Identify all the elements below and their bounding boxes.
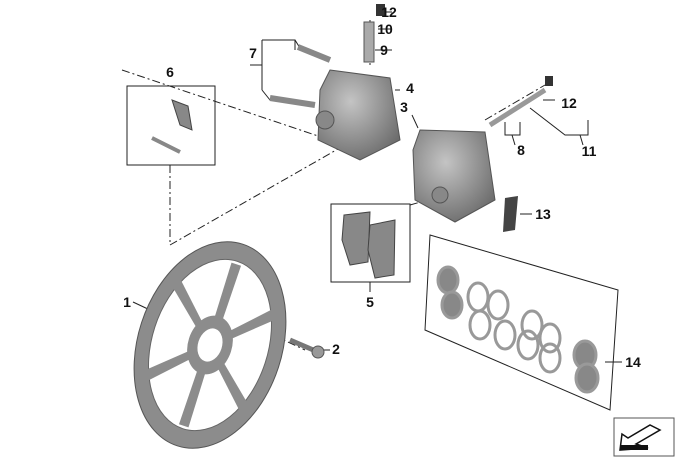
callout-3[interactable]: 3: [400, 99, 408, 115]
box-part-6: [126, 85, 216, 166]
caliper-part-3: [412, 76, 553, 223]
callout-8[interactable]: 8: [517, 142, 525, 158]
callout-1[interactable]: 1: [123, 294, 131, 310]
orientation-arrow-icon: [613, 417, 675, 457]
callout-12-right[interactable]: 12: [561, 95, 577, 111]
brake-disc: [133, 241, 287, 449]
callout-9[interactable]: 9: [380, 42, 388, 58]
callout-11[interactable]: 11: [581, 143, 597, 159]
callout-12-top[interactable]: 12: [381, 4, 397, 20]
callout-2[interactable]: 2: [332, 341, 340, 357]
callout-13[interactable]: 13: [535, 206, 551, 222]
callout-4[interactable]: 4: [406, 80, 414, 96]
pad-kit-part-6: [151, 99, 193, 154]
badge-part-13: [503, 196, 518, 232]
callout-6[interactable]: 6: [166, 64, 174, 80]
callout-5[interactable]: 5: [366, 294, 374, 310]
callout-14[interactable]: 14: [625, 354, 641, 370]
piston-kit-part-14: [436, 265, 600, 394]
caliper-part-4: [269, 4, 401, 161]
brake-pads-part-5: [341, 211, 396, 279]
bolt-part-2: [289, 337, 325, 359]
box-part-14: [424, 234, 619, 411]
callout-7[interactable]: 7: [249, 45, 257, 61]
callout-10[interactable]: 10: [377, 21, 393, 37]
